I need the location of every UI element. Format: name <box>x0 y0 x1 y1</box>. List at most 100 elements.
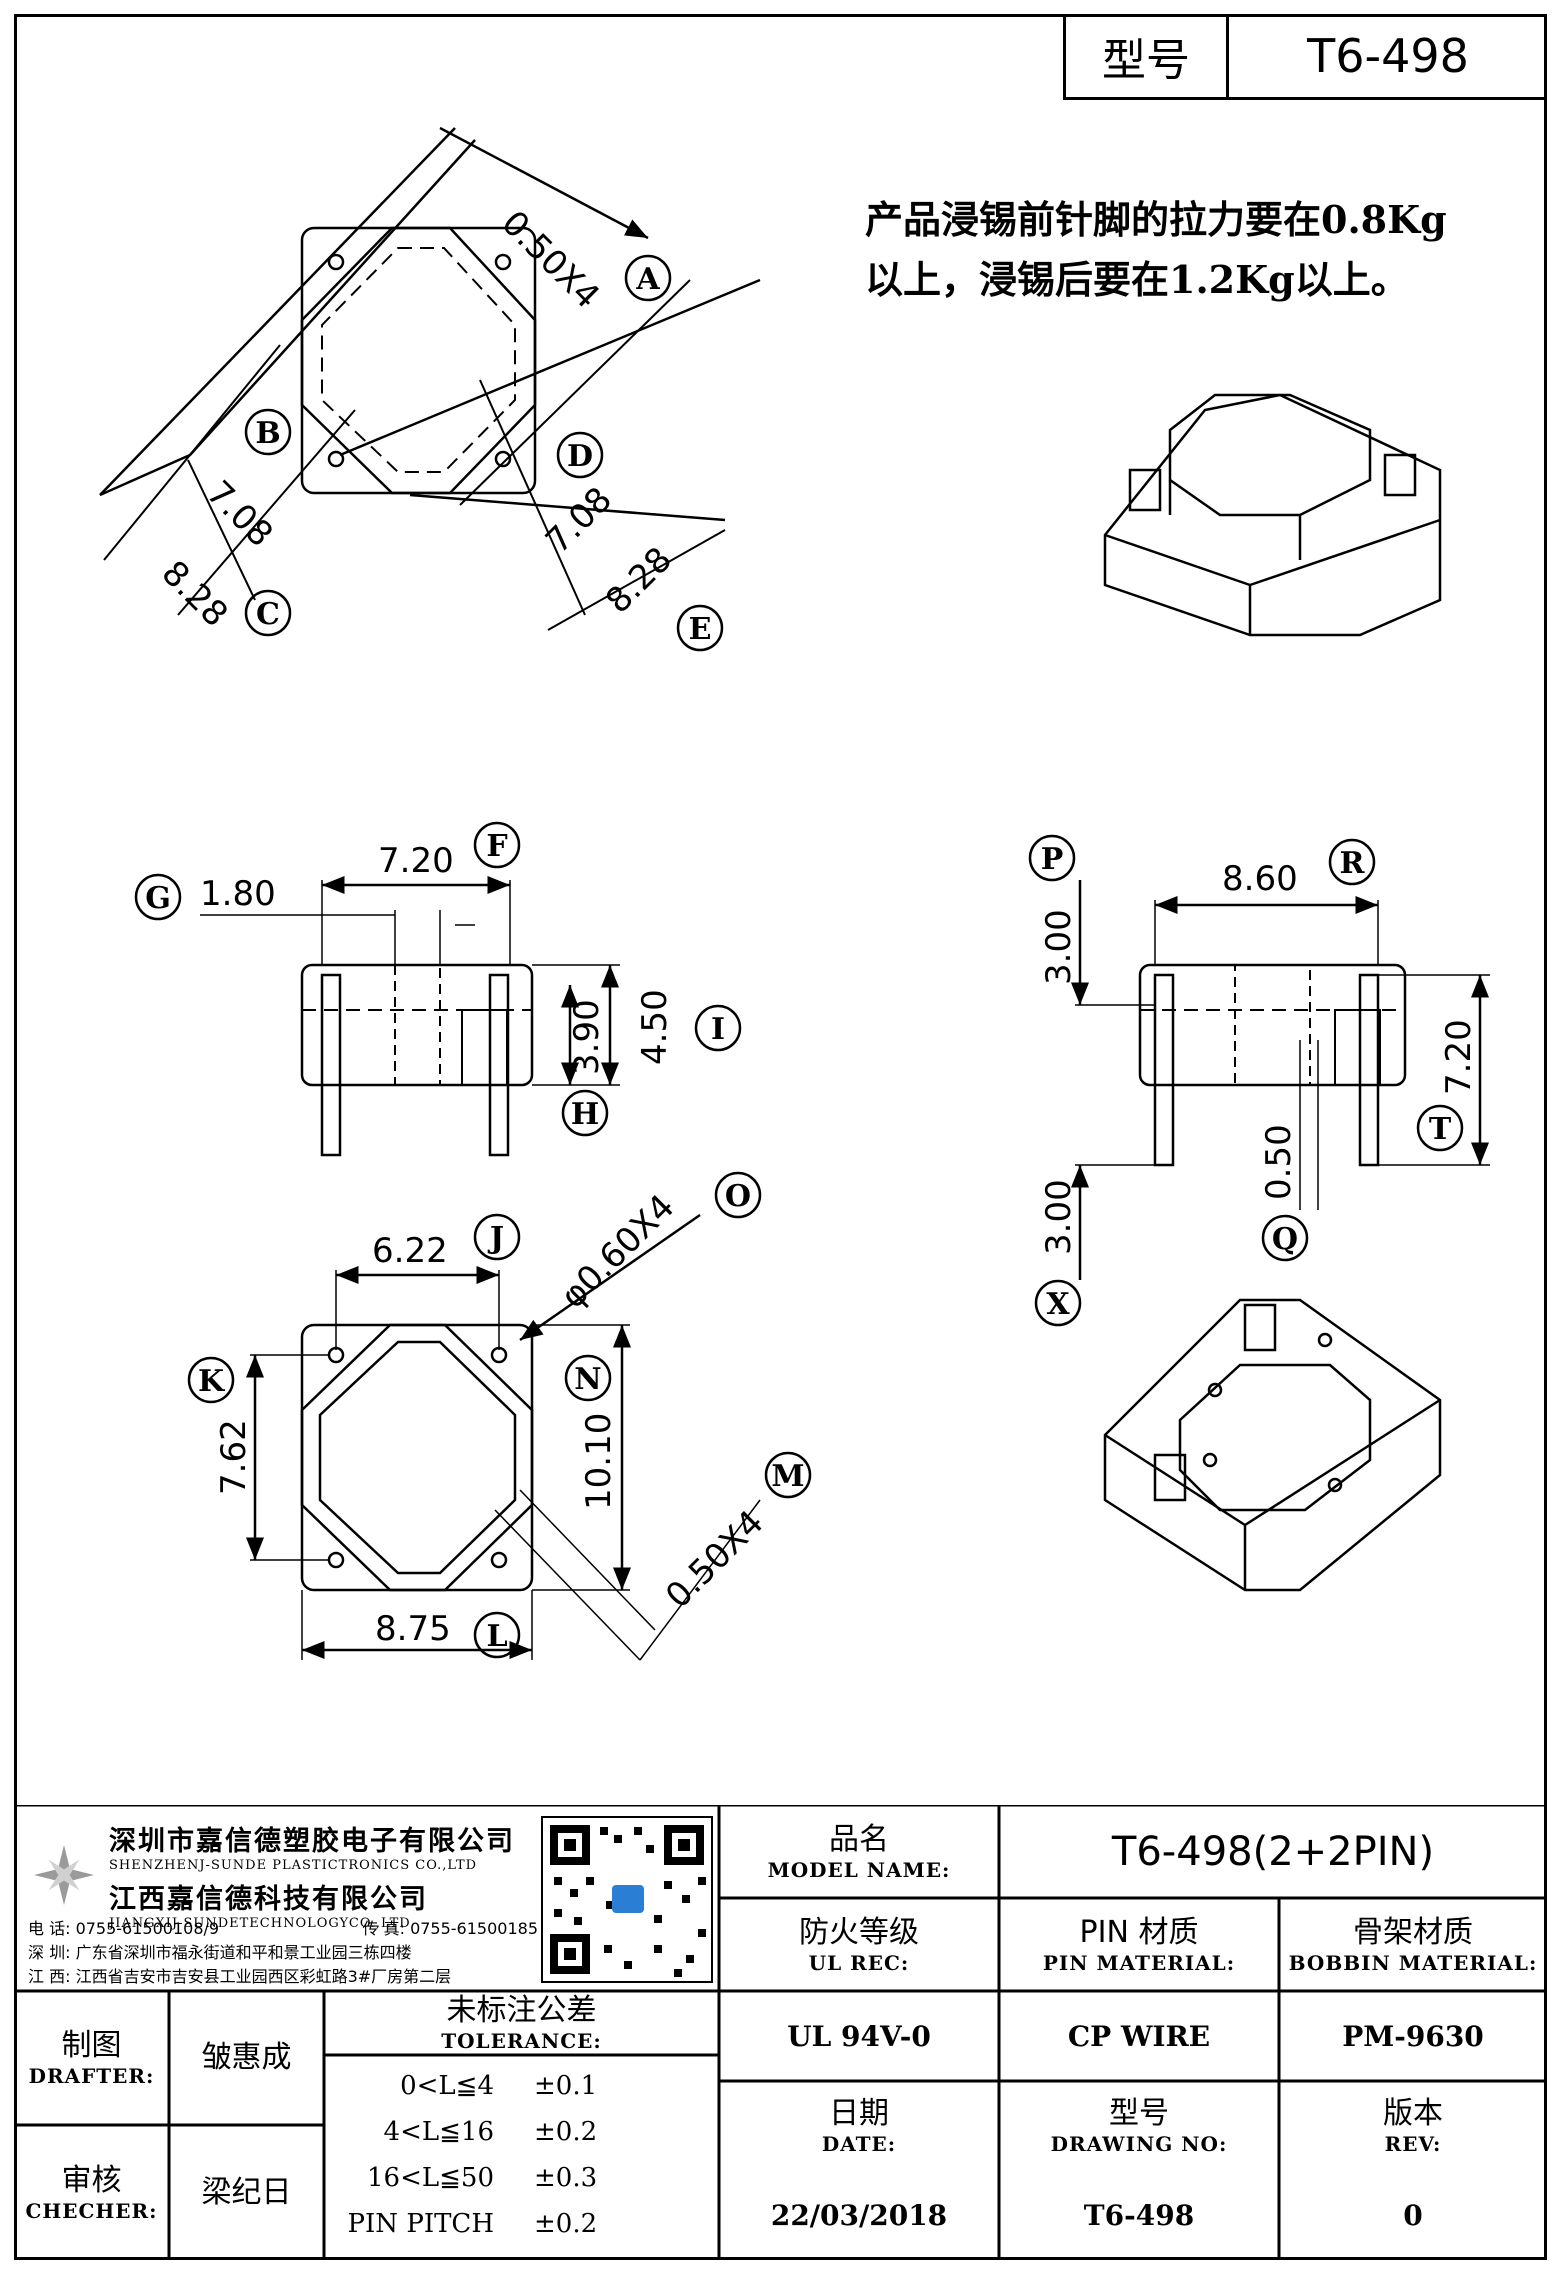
callout-j: J <box>473 1213 521 1261</box>
dim-j-text: 6.22 <box>372 1231 448 1271</box>
callout-r: R <box>1328 838 1376 886</box>
technical-drawing: 0.50X4 7.08 8.28 7.08 8.28 7.20 1.80 3.9… <box>99 126 1490 1661</box>
callout-k: K <box>187 1356 235 1404</box>
callout-e: E <box>676 604 724 652</box>
company-name-en-2: JIANGXIJ-SUNDETECHNOLOGYCO.,LTD <box>109 1916 411 1931</box>
callout-t: T <box>1416 1104 1464 1152</box>
dim-c-text: 8.28 <box>154 553 236 635</box>
svg-text:M: M <box>771 1459 804 1494</box>
callout-o: O <box>714 1171 762 1219</box>
svg-text:L: L <box>486 1619 507 1654</box>
callout-x: X <box>1034 1279 1082 1327</box>
note-line-2: 以上，浸锡后要在1.2Kg以上。 <box>865 257 1409 302</box>
pull-force-note: 产品浸锡前针脚的拉力要在0.8Kg 以上，浸锡后要在1.2Kg以上。 <box>865 190 1525 310</box>
callout-l: L <box>473 1611 521 1659</box>
callout-c: C <box>244 589 292 637</box>
title-block: 深圳市嘉信德塑胶电子有限公司 SHENZHENJ-SUNDE PLASTICTR… <box>14 1805 1547 2260</box>
dim-p-text: 3.00 <box>1039 909 1079 985</box>
isometric-view-bottom <box>1103 1298 1442 1592</box>
tolerance-row: PIN PITCH ±0.2 <box>347 2209 598 2239</box>
date-value: 22/03/2018 <box>770 2199 948 2232</box>
dim-r-text: 8.60 <box>1222 859 1298 899</box>
bobbin-material-value: PM-9630 <box>1342 2019 1484 2053</box>
svg-text:N: N <box>574 1362 601 1397</box>
callout-d: D <box>556 431 604 479</box>
drafter-value: 皱惠成 <box>201 2040 292 2075</box>
company-tel: 电 话: 0755-61500108/9 <box>28 1919 220 1938</box>
callout-h: H <box>561 1089 609 1137</box>
dim-x-text: 3.00 <box>1039 1179 1079 1255</box>
dim-f-text: 7.20 <box>378 841 454 881</box>
rev-value: 0 <box>1403 2199 1423 2232</box>
tolerance-table: 0<L≦4 ±0.1 4<L≦16 ±0.2 16<L≦50 ±0.3 PIN … <box>324 2063 719 2247</box>
callout-p: P <box>1028 834 1076 882</box>
callout-q: Q <box>1261 1214 1309 1262</box>
svg-text:B: B <box>255 416 280 451</box>
ul-rec-value: UL 94V-0 <box>787 2019 931 2053</box>
model-value: T6-498 <box>1307 28 1469 83</box>
callout-a: A <box>624 254 672 302</box>
company-address-sz: 深 圳: 广东省深圳市福永街道和平和景工业园三栋四楼 <box>28 1943 412 1962</box>
svg-text:P: P <box>1041 842 1064 877</box>
drawing-no-value: T6-498 <box>1083 2199 1195 2232</box>
model-label: 型号 <box>1066 14 1229 97</box>
tolerance-row: 0<L≦4 ±0.1 <box>400 2071 598 2101</box>
callout-n: N <box>564 1354 612 1402</box>
dim-h-text: 3.90 <box>567 999 607 1075</box>
svg-text:H: H <box>571 1097 599 1132</box>
dim-i-text: 4.50 <box>635 989 675 1065</box>
drawing-frame <box>14 14 1547 2260</box>
bottom-plan-view <box>246 1213 761 1661</box>
dim-q-text: 0.50 <box>1259 1124 1299 1200</box>
dim-m-text: 0.50X4 <box>658 1503 772 1617</box>
svg-text:D: D <box>567 439 593 474</box>
dim-l-text: 8.75 <box>375 1609 451 1649</box>
title-block-grid <box>14 1805 1547 2260</box>
company-name-en-1: SHENZHENJ-SUNDE PLASTICTRONICS CO.,LTD <box>109 1858 478 1873</box>
note-line-1: 产品浸锡前针脚的拉力要在0.8Kg <box>865 197 1447 242</box>
svg-text:G: G <box>145 881 171 916</box>
company-info: 深圳市嘉信德塑胶电子有限公司 SHENZHENJ-SUNDE PLASTICTR… <box>109 1819 539 1931</box>
svg-text:I: I <box>711 1012 725 1047</box>
svg-text:O: O <box>725 1179 751 1214</box>
tolerance-row: 4<L≦16 ±0.2 <box>383 2117 598 2147</box>
model-name-header: 品名 MODEL NAME: <box>767 1821 951 1882</box>
company-fax: 传 真: 0755-61500185 <box>362 1919 539 1938</box>
svg-text:Q: Q <box>1272 1222 1298 1257</box>
dim-k-text: 7.62 <box>214 1419 254 1495</box>
side-view <box>1071 880 1490 1280</box>
svg-text:J: J <box>487 1221 504 1256</box>
dim-t-text: 7.20 <box>1439 1019 1479 1095</box>
pin-material-value: CP WIRE <box>1067 2019 1211 2053</box>
company-address-jx: 江 西: 江西省吉安市吉安县工业园西区彩虹路3#厂房第二层 <box>28 1967 452 1986</box>
model-box: 型号 T6-498 <box>1063 14 1547 100</box>
dim-d-text: 7.08 <box>538 480 620 562</box>
isometric-view-top <box>1103 393 1442 637</box>
callout-g: G <box>134 873 182 921</box>
callout-f: F <box>473 821 521 869</box>
svg-text:K: K <box>198 1364 225 1399</box>
svg-text:T: T <box>1429 1112 1452 1147</box>
company-name-cn-1: 深圳市嘉信德塑胶电子有限公司 <box>109 1826 515 1857</box>
checker-value: 梁纪日 <box>201 2174 292 2210</box>
company-contacts: 电 话: 0755-61500108/9 传 真: 0755-61500185 … <box>28 1915 538 1987</box>
callout-b: B <box>244 408 292 456</box>
dim-g-text: 1.80 <box>200 874 276 914</box>
dim-o-text: φ0.60X4 <box>553 1187 682 1316</box>
front-view <box>200 876 620 1157</box>
model-name-value: T6-498(2+2PIN) <box>1111 1828 1435 1875</box>
dim-e-text: 8.28 <box>598 540 680 622</box>
svg-text:A: A <box>635 262 660 297</box>
svg-text:E: E <box>689 612 712 647</box>
callout-i: I <box>694 1004 742 1052</box>
svg-text:R: R <box>1340 846 1366 881</box>
